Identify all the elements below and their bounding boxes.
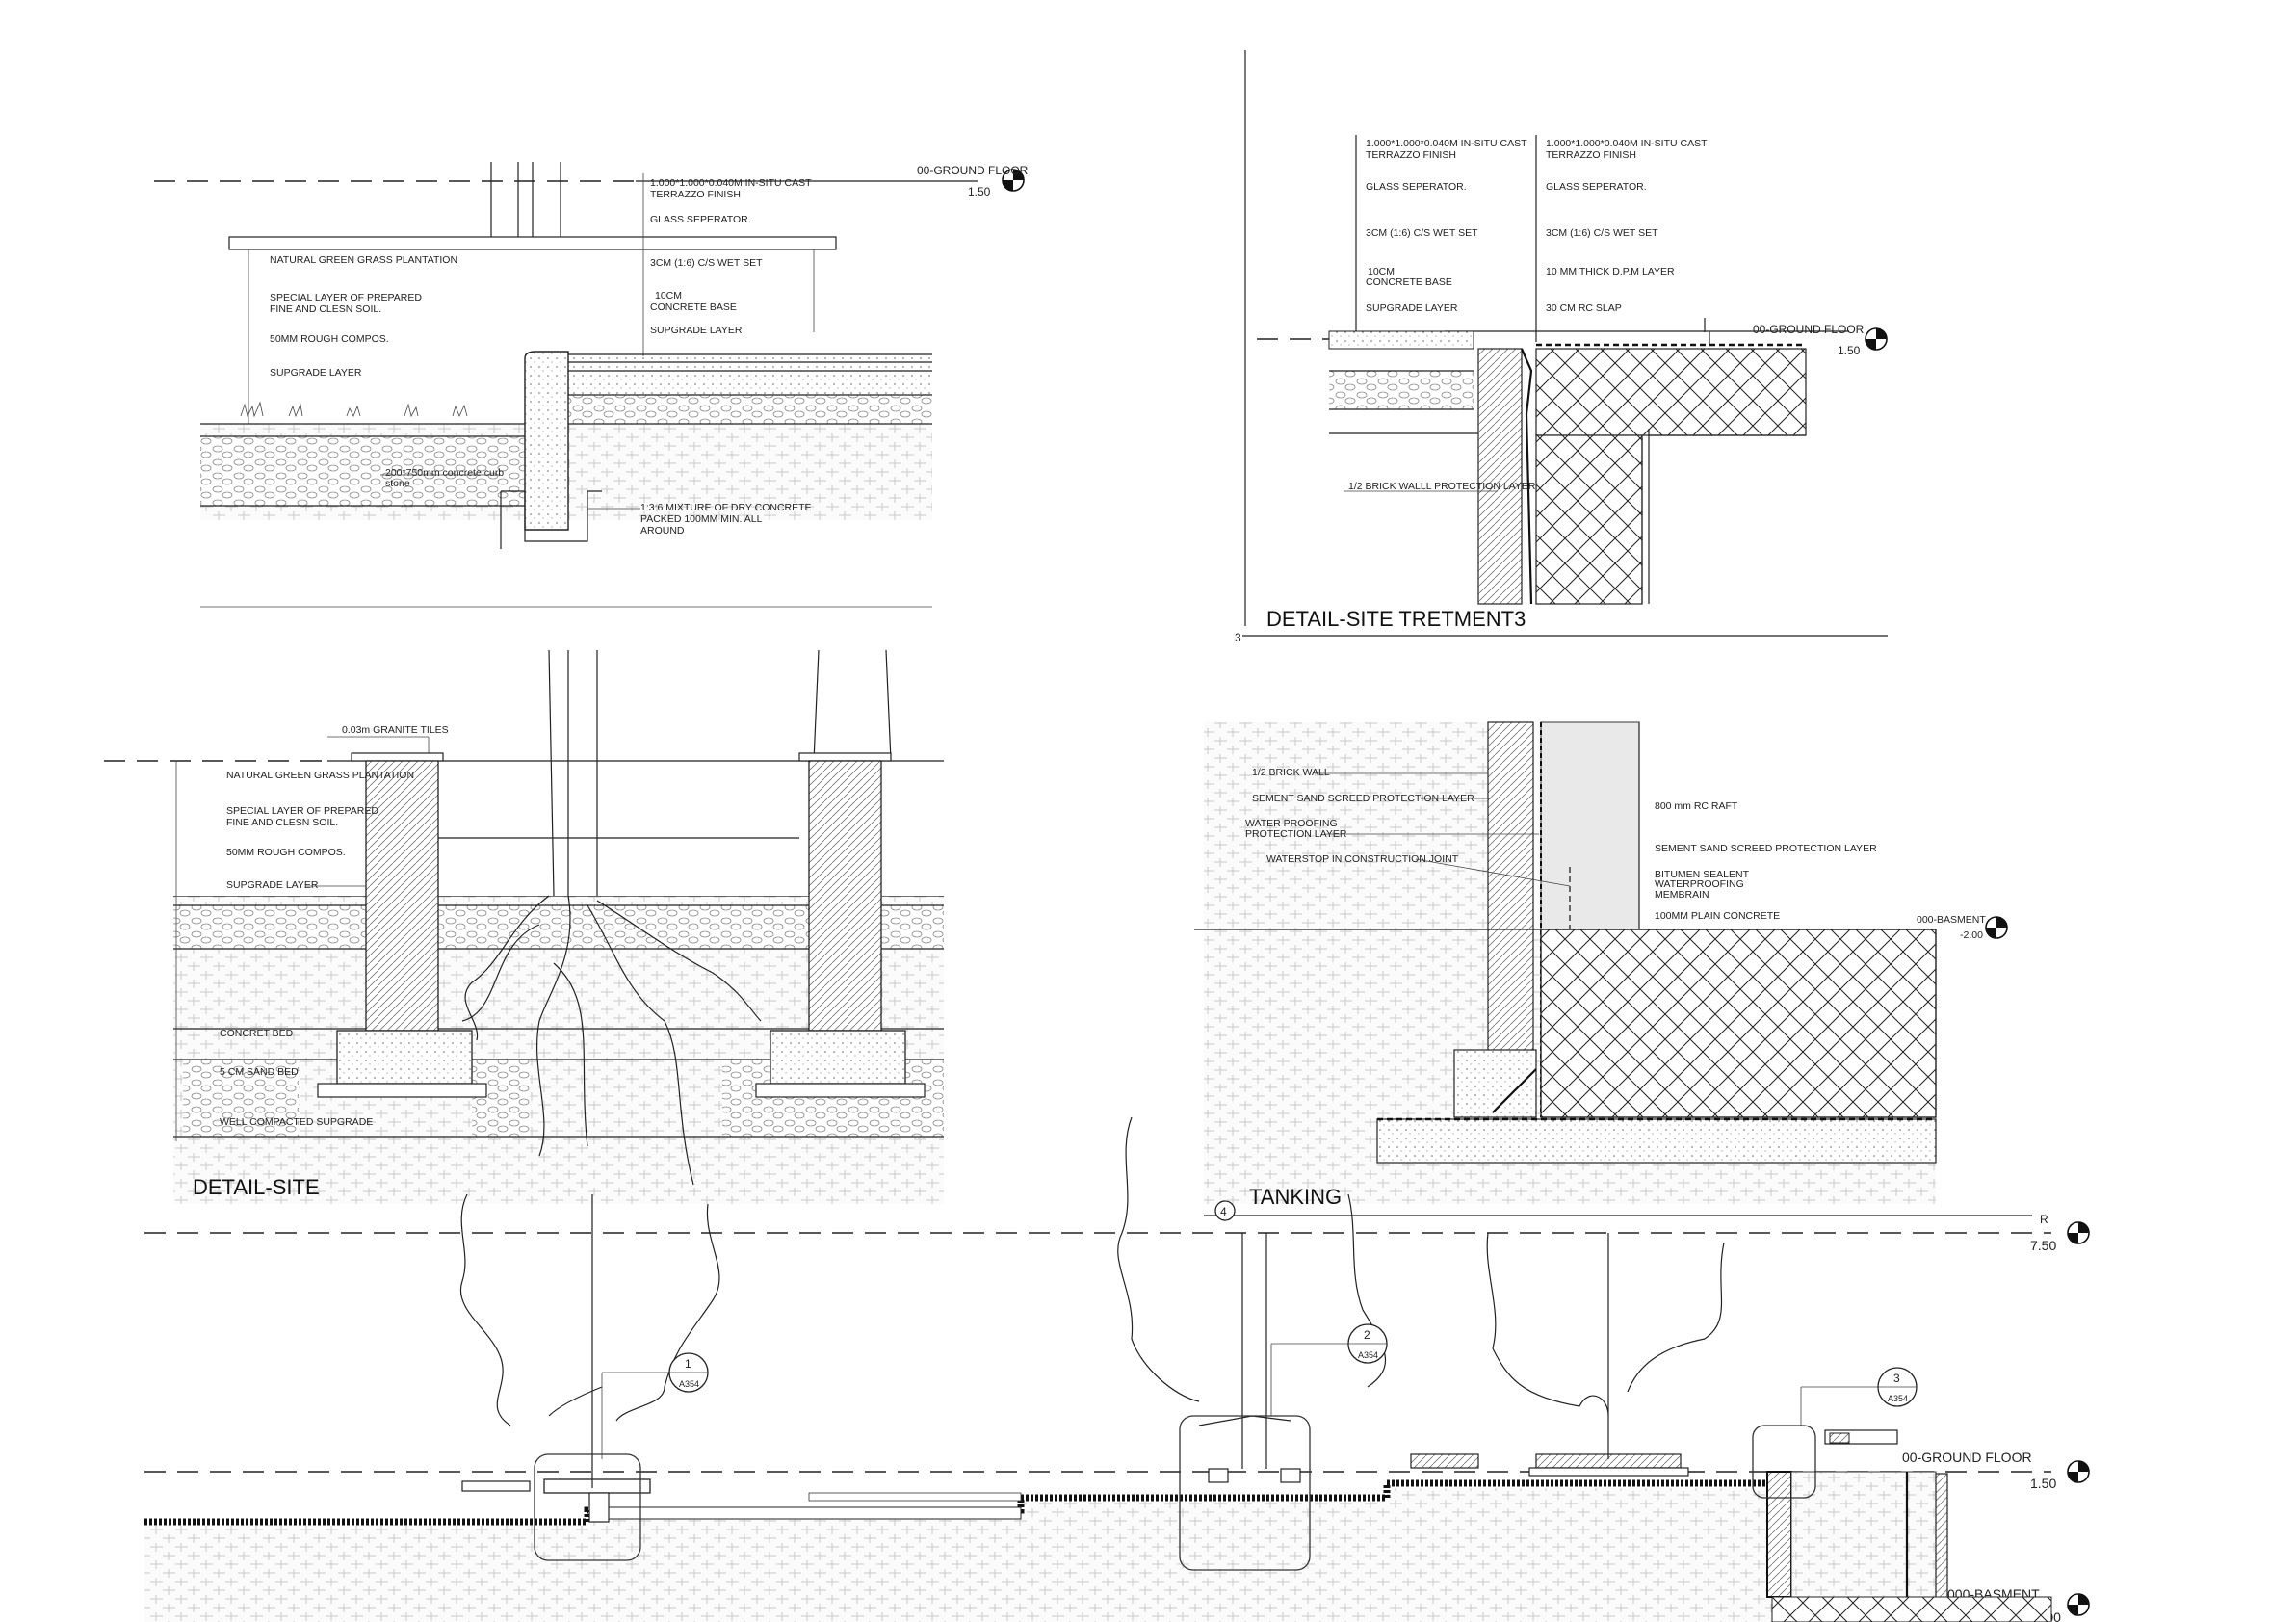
note: 800 mm RC RAFT (1655, 800, 1738, 812)
level-name: 00-GROUND FLOOR (1753, 323, 1865, 336)
note: 50MM ROUGH COMPOS. (270, 333, 389, 345)
note: WATERSTOP IN CONSTRUCTION JOINT (1266, 853, 1459, 865)
level-marker-icon (2067, 1221, 2090, 1244)
detail-number: 3 (1235, 631, 1241, 644)
note: 10CM (1368, 266, 1395, 277)
note: 1/2 BRICK WALLL PROTECTION LAYER (1348, 481, 1536, 492)
note: 10CM (655, 290, 682, 301)
note: CONCRETE BASE (1366, 276, 1452, 288)
detail-1-section: 00-GROUND FLOOR 1.50 NATURAL (154, 162, 1029, 608)
level-value: 1.50 (968, 185, 991, 198)
level-name: 00-GROUND FLOOR (1902, 1450, 2032, 1465)
detail-title: DETAIL-SITE (193, 1175, 320, 1199)
note: 1.000*1.000*0.040M IN-SITU CAST (1366, 138, 1527, 149)
note: 1/2 BRICK WALL (1252, 767, 1330, 778)
note: 200*750mm concrete curb (385, 467, 504, 479)
note: 100MM PLAIN CONCRETE (1655, 910, 1780, 922)
callout-number: 3 (1893, 1372, 1900, 1385)
note: SPECIAL LAYER OF PREPARED (226, 805, 378, 817)
level-marker-icon (2067, 1593, 2090, 1616)
note: 1.000*1.000*0.040M IN-SITU CAST (650, 177, 812, 189)
note: SUPGRADE LAYER (1366, 302, 1458, 314)
note: BITUMEN SEALENT (1655, 869, 1750, 880)
note: WATERPROOFING (1655, 878, 1744, 890)
tiles-note: 0.03m GRANITE TILES (342, 724, 449, 736)
note: 3CM (1:6) C/S WET SET (650, 257, 763, 269)
level-name: R (2040, 1213, 2048, 1226)
note: stone (385, 478, 410, 489)
level-value: 1.50 (1838, 344, 1861, 357)
note: GLASS SEPERATOR. (650, 214, 751, 225)
note: SUPGRADE LAYER (270, 367, 362, 379)
note: SPECIAL LAYER OF PREPARED (270, 292, 422, 303)
note: SEMENT SAND SCREED PROTECTION LAYER (1252, 793, 1474, 804)
detail-4-tanking: 000-BASMENT -2.00 1/2 BRICK WALL SEMENT … (1194, 721, 2032, 1221)
note: SEMENT SAND SCREED PROTECTION LAYER (1655, 843, 1877, 854)
note: MEMBRAIN (1655, 889, 1709, 901)
note: TERRAZZO FINISH (650, 189, 741, 200)
note: SUPGRADE LAYER (226, 879, 319, 891)
note: 30 CM RC SLAP (1546, 302, 1622, 314)
detail-3-section: 1.000*1.000*0.040M IN-SITU CAST TERRAZZO… (1235, 50, 1888, 644)
callout-number: 1 (685, 1357, 691, 1371)
note: 1.000*1.000*0.040M IN-SITU CAST (1546, 138, 1708, 149)
note: CONCRETE BASE (650, 301, 737, 313)
level-value: -2.00 (1960, 929, 1983, 941)
level-marker-icon (1865, 327, 1888, 351)
note: GLASS SEPERATOR. (1546, 181, 1647, 193)
note: CONCRET BED (220, 1028, 294, 1039)
note: AROUND (640, 525, 685, 536)
level-name: 00-GROUND FLOOR (917, 164, 1029, 177)
detail-site-section: 0.03m GRANITE TILES NATURAL GREEN GRASS … (104, 649, 944, 1204)
callout-number: 2 (1364, 1328, 1370, 1342)
note: WATER PROOFING (1245, 818, 1338, 829)
level-value: 1.50 (2030, 1476, 2056, 1491)
note: 3CM (1:6) C/S WET SET (1366, 227, 1478, 239)
detail-title: DETAIL-SITE TRETMENT3 (1266, 607, 1526, 631)
callout-sheet: A354 (679, 1379, 699, 1389)
level-value: 7.50 (2030, 1238, 2056, 1253)
site-section: R 7.50 00-GROUND FLOOR 1.50 000-BASMENT … (144, 1116, 2090, 1622)
note: TERRAZZO FINISH (1546, 149, 1636, 161)
note: FINE AND CLESN SOIL. (226, 817, 338, 828)
level-name: 000-BASMENT (1917, 914, 1986, 926)
note: GLASS SEPERATOR. (1366, 181, 1467, 193)
detail-number: 4 (1220, 1205, 1227, 1218)
level-marker-icon (1985, 916, 2008, 939)
note: FINE AND CLESN SOIL. (270, 303, 381, 315)
level-marker-icon (2067, 1460, 2090, 1483)
note: SUPGRADE LAYER (650, 325, 743, 336)
note: WELL COMPACTED SUPGRADE (220, 1116, 373, 1128)
note: NATURAL GREEN GRASS PLANTATION (226, 770, 414, 781)
note: PROTECTION LAYER (1245, 828, 1347, 840)
note: 10 MM THICK D.P.M LAYER (1546, 266, 1675, 277)
note: 50MM ROUGH COMPOS. (226, 847, 346, 858)
note: 1:3:6 MIXTURE OF DRY CONCRETE (640, 502, 812, 513)
note: TERRAZZO FINISH (1366, 149, 1456, 161)
note: NATURAL GREEN GRASS PLANTATION (270, 254, 457, 266)
callout-sheet: A354 (1888, 1394, 1908, 1403)
note: 5 CM SAND BED (220, 1066, 299, 1078)
note: PACKED 100MM MIN. ALL (640, 513, 763, 525)
detail-title: TANKING (1249, 1185, 1342, 1209)
callout-sheet: A354 (1358, 1350, 1378, 1360)
note: 3CM (1:6) C/S WET SET (1546, 227, 1658, 239)
